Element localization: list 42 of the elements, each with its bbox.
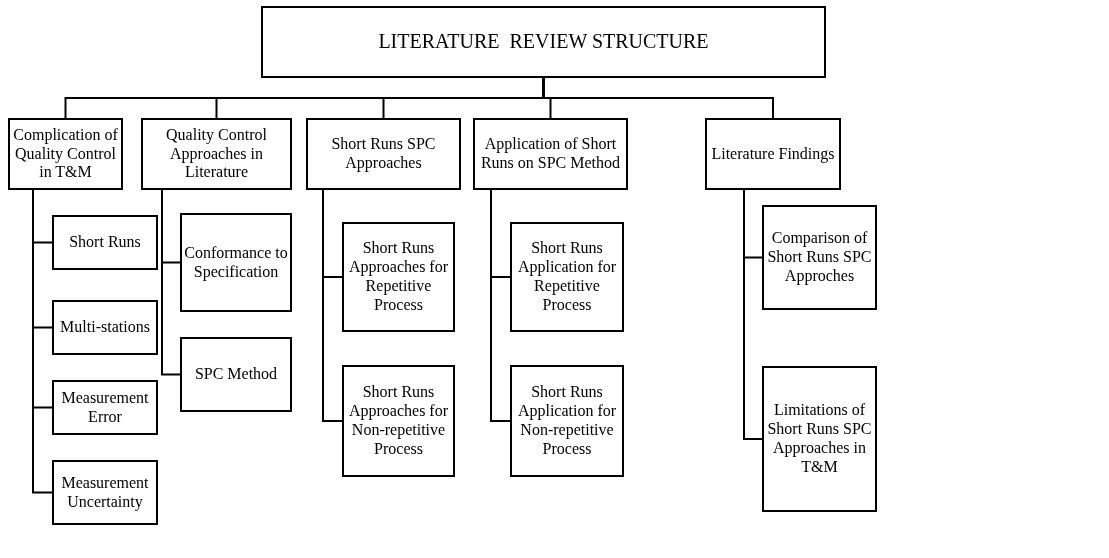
connector-line xyxy=(322,189,343,422)
connector-line xyxy=(490,189,511,422)
topic-box xyxy=(762,366,877,512)
topic-box xyxy=(473,118,628,190)
topic-box xyxy=(52,380,158,435)
topic-text: Short Runs Application for Repetitive Process xyxy=(516,239,618,315)
title-box xyxy=(261,6,826,78)
topic-box xyxy=(52,215,158,270)
topic-text: Short Runs Approaches for Repetitive Process xyxy=(347,239,450,315)
connector-line xyxy=(743,189,763,440)
topic-box xyxy=(705,118,841,190)
topic-text: Measurement Error xyxy=(60,388,150,427)
topic-box xyxy=(52,460,158,525)
topic-text: SPC Method xyxy=(194,365,278,384)
topic-box xyxy=(180,337,292,412)
topic-text: Complication of Quality Control in T&M xyxy=(12,125,119,183)
topic-box xyxy=(762,205,877,310)
topic-text: Short Runs xyxy=(69,233,141,252)
connector-line xyxy=(161,189,181,376)
topic-text: Application of Short Runs on SPC Method xyxy=(479,135,622,173)
topic-text: Limitations of Short Runs SPC Approaches in T&M xyxy=(766,401,873,477)
topic-text: Short Runs SPC Approaches xyxy=(330,135,437,173)
connector-line xyxy=(32,189,53,494)
topic-box xyxy=(510,222,624,332)
topic-text: Conformance to Specification xyxy=(183,243,289,282)
topic-text: LITERATURE REVIEW STRUCTURE xyxy=(378,30,709,54)
topic-text: Literature Findings xyxy=(711,144,835,164)
topic-box xyxy=(180,213,292,312)
topic-text: Short Runs Application for Non-repetitive Process xyxy=(516,383,618,459)
topic-box xyxy=(342,365,455,477)
topic-text: Measurement Uncertainty xyxy=(60,473,150,512)
topic-box xyxy=(141,118,292,190)
topic-box xyxy=(306,118,461,190)
topic-text: Short Runs Approaches for Non-repetitive Process xyxy=(347,383,450,459)
topic-box xyxy=(52,300,158,355)
connector-line xyxy=(542,77,774,119)
topic-text: Quality Control Approaches in Literature xyxy=(165,125,268,183)
topic-box xyxy=(342,222,455,332)
topic-text: Multi-stations xyxy=(60,318,150,337)
topic-text: Comparison of Short Runs SPC Approches xyxy=(766,229,873,286)
topic-box xyxy=(510,365,624,477)
topic-box xyxy=(8,118,123,190)
